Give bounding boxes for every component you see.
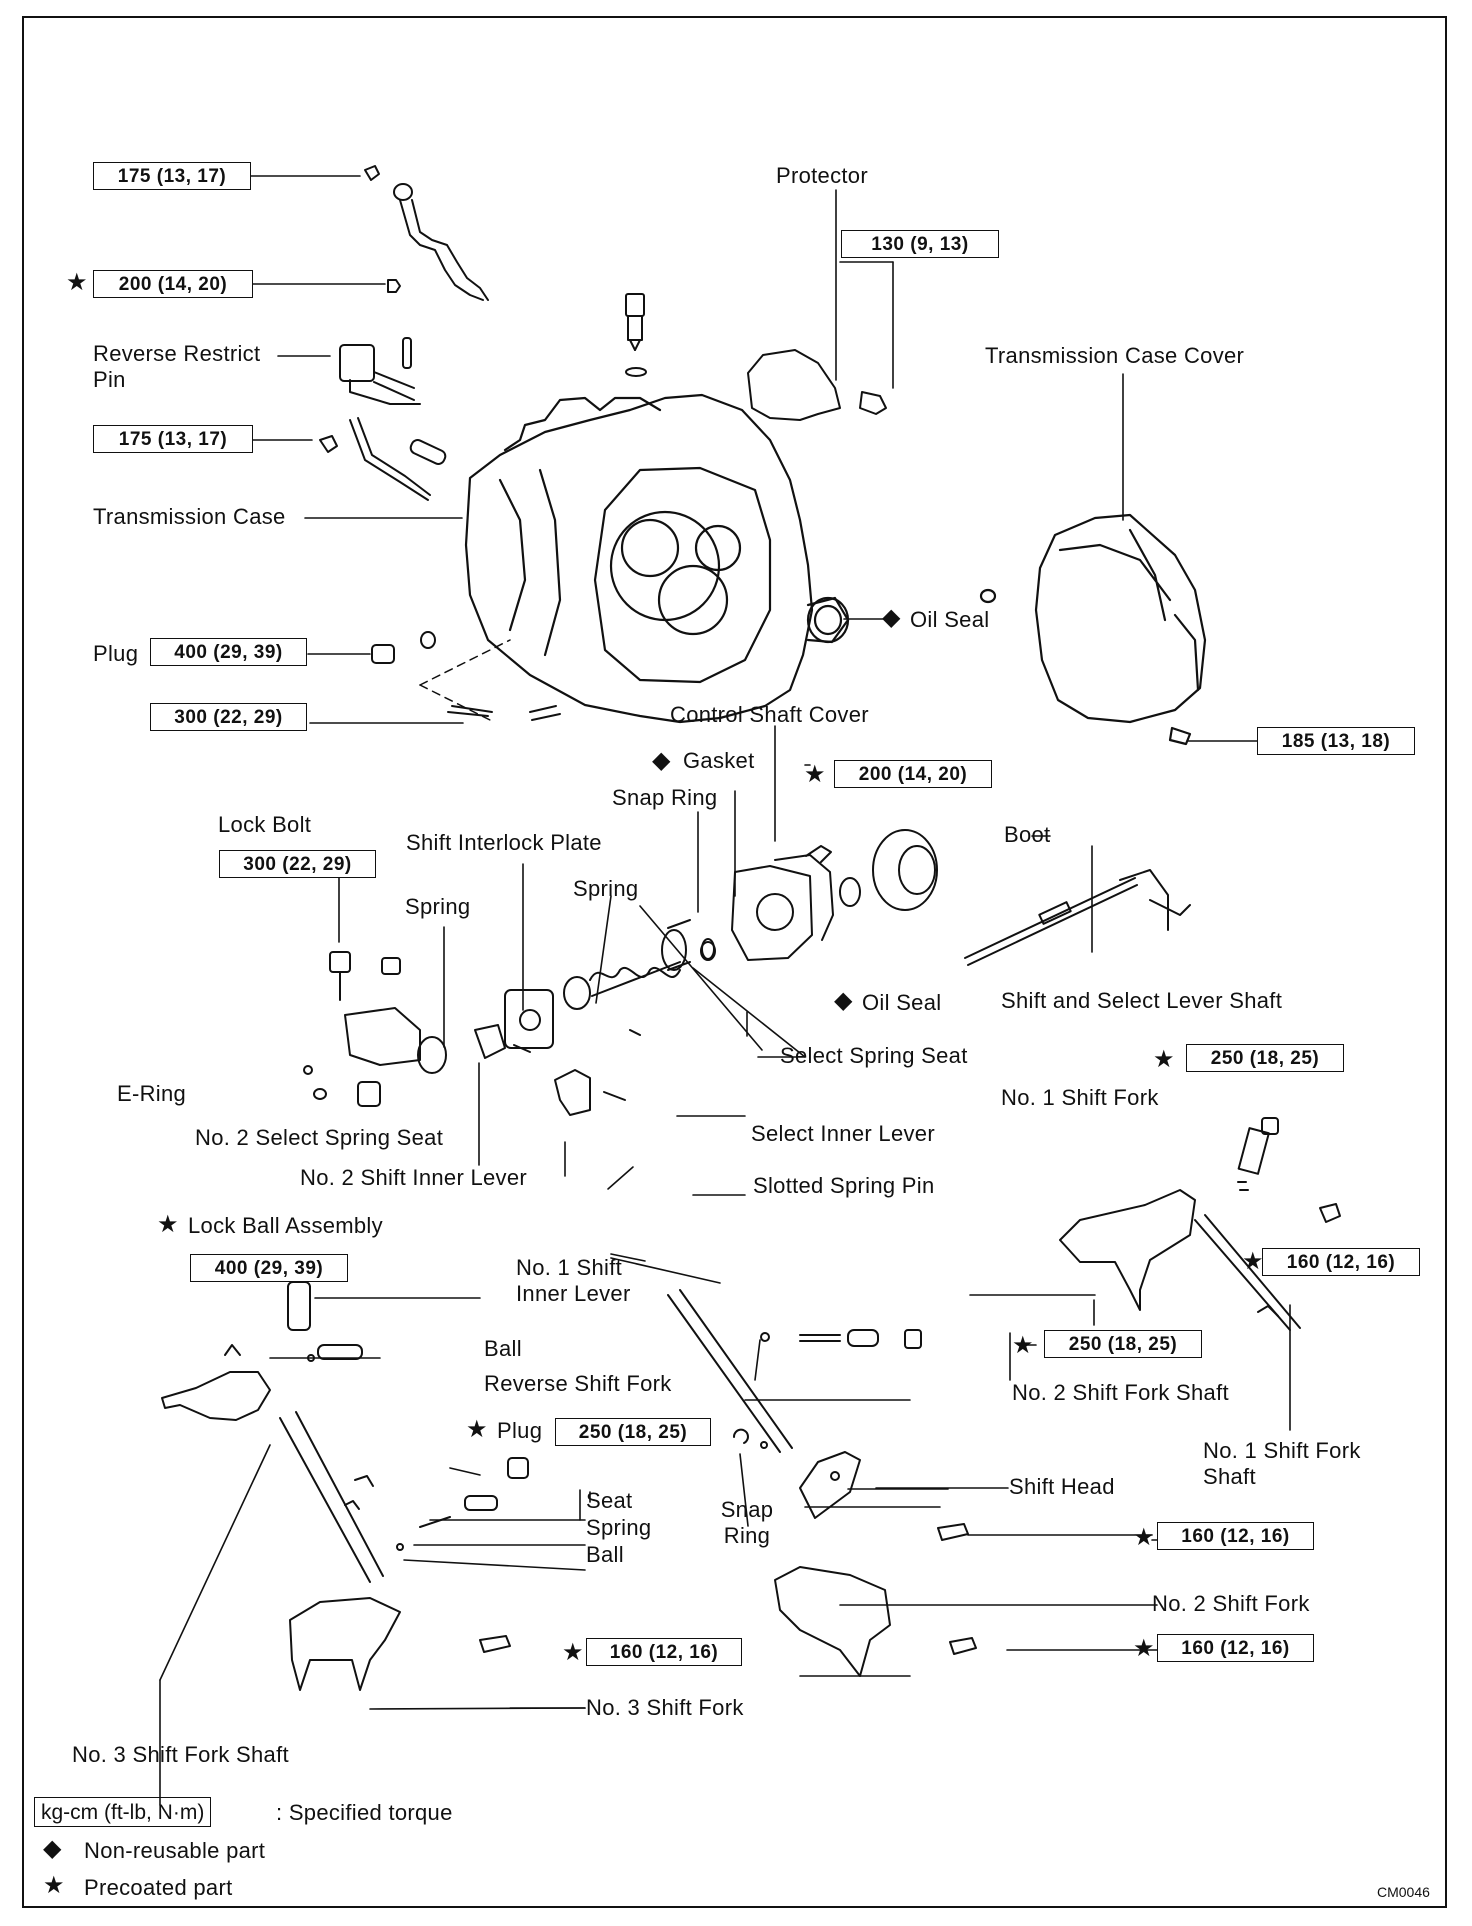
legend-precoated: Precoated part	[84, 1875, 233, 1900]
interlock-parts	[303, 919, 715, 1116]
upper-bracket	[364, 165, 489, 301]
label-oil-seal-cover: Oil Seal	[862, 990, 942, 1015]
label-no1-shift-fork: No. 1 Shift Fork	[1001, 1085, 1159, 1110]
torque-box: 160 (12, 16)	[1262, 1248, 1420, 1276]
label-spring-lower: Spring	[586, 1515, 652, 1540]
lower-detent-parts	[396, 1428, 749, 1551]
leader-lines	[159, 175, 1291, 1806]
figure-code: CM0046	[1377, 1884, 1430, 1900]
label-reverse-restrict-pin: Reverse Restrict Pin	[93, 341, 261, 392]
label-shift-select-lever-shaft: Shift and Select Lever Shaft	[1001, 988, 1283, 1013]
transmission-case-part	[464, 393, 850, 724]
label-lock-ball-assembly: Lock Ball Assembly	[188, 1213, 383, 1238]
label-no3-shift-fork: No. 3 Shift Fork	[586, 1695, 744, 1720]
switch-part	[625, 293, 647, 377]
protector-part	[747, 349, 887, 421]
label-gasket: Gasket	[683, 748, 755, 773]
transmission-case-cover-part	[979, 513, 1207, 746]
torque-box: 160 (12, 16)	[1157, 1634, 1314, 1662]
label-snap-ring-lower: Snap Ring	[720, 1497, 774, 1548]
label-seat: Seat	[586, 1488, 633, 1513]
torque-box: 185 (13, 18)	[1257, 727, 1415, 755]
label-transmission-case: Transmission Case	[93, 504, 286, 529]
dashed-guides	[419, 639, 511, 721]
label-no2-shift-inner-lever: No. 2 Shift Inner Lever	[300, 1165, 528, 1190]
no1-shift-fork-part	[1059, 1117, 1341, 1331]
torque-box: 300 (22, 29)	[219, 850, 376, 878]
star-icon: ★	[66, 269, 88, 296]
star-icon: ★	[562, 1639, 584, 1666]
torque-box: 160 (12, 16)	[586, 1638, 742, 1666]
star-icon: ★	[43, 1872, 65, 1899]
label-boot: Boot	[1004, 822, 1051, 847]
diamond-icon: ◆	[834, 987, 853, 1014]
label-reverse-shift-fork: Reverse Shift Fork	[484, 1371, 672, 1396]
lock-ball-assembly-part	[287, 1281, 363, 1362]
reverse-restrict-pin-part	[339, 337, 421, 405]
no3-fork-bolt-part	[479, 1523, 969, 1653]
label-no1-shift-inner-lever: No. 1 Shift Inner Lever	[516, 1255, 631, 1306]
star-icon: ★	[1012, 1332, 1034, 1359]
label-snap-ring-top: Snap Ring	[612, 785, 718, 810]
control-shaft-cover-part	[700, 829, 938, 961]
star-icon: ★	[157, 1211, 179, 1238]
star-icon: ★	[1153, 1046, 1175, 1073]
label-no2-shift-fork: No. 2 Shift Fork	[1152, 1591, 1310, 1616]
diamond-icon: ◆	[652, 747, 671, 774]
star-icon: ★	[1133, 1524, 1155, 1551]
torque-box: 200 (14, 20)	[93, 270, 253, 298]
torque-box: 400 (29, 39)	[190, 1254, 348, 1282]
legend-torque-box: kg-cm (ft-lb, N·m)	[34, 1797, 212, 1827]
label-plug: Plug	[93, 641, 139, 666]
label-shift-interlock-plate: Shift Interlock Plate	[406, 830, 602, 855]
label-e-ring: E-Ring	[117, 1081, 187, 1106]
shift-select-lever-shaft-part	[964, 869, 1191, 966]
shift-head-part	[799, 1451, 861, 1519]
torque-box: 250 (18, 25)	[555, 1418, 711, 1446]
reverse-shift-fork-part	[161, 1344, 401, 1691]
label-protector: Protector	[776, 163, 868, 188]
torque-box: 175 (13, 17)	[93, 425, 253, 453]
label-spring-left: Spring	[405, 894, 471, 919]
label-ball-lower: Ball	[586, 1542, 624, 1567]
no2-shift-fork-part	[774, 1566, 977, 1677]
label-ball-top: Ball	[484, 1336, 522, 1361]
label-transmission-case-cover: Transmission Case Cover	[985, 343, 1245, 368]
star-icon: ★	[804, 761, 826, 788]
label-select-inner-lever: Select Inner Lever	[751, 1121, 935, 1146]
torque-box: 250 (18, 25)	[1044, 1330, 1202, 1358]
label-no2-shift-fork-shaft: No. 2 Shift Fork Shaft	[1012, 1380, 1229, 1405]
torque-box: 130 (9, 13)	[841, 230, 999, 258]
legend-non-reusable: Non-reusable part	[84, 1838, 266, 1863]
star-icon: ★	[1242, 1248, 1264, 1275]
diamond-icon: ◆	[43, 1835, 62, 1862]
no2-shift-fork-shaft-part	[667, 1289, 922, 1453]
torque-box: 175 (13, 17)	[93, 162, 251, 190]
torque-box: 250 (18, 25)	[1186, 1044, 1344, 1072]
torque-box: 400 (29, 39)	[150, 638, 307, 666]
torque-box: 300 (22, 29)	[150, 703, 307, 731]
label-control-shaft-cover: Control Shaft Cover	[670, 702, 869, 727]
label-no3-shift-fork-shaft: No. 3 Shift Fork Shaft	[72, 1742, 289, 1767]
lever-part	[319, 417, 447, 501]
diamond-icon: ◆	[882, 604, 901, 631]
label-lock-bolt: Lock Bolt	[218, 812, 312, 837]
star-icon: ★	[1133, 1635, 1155, 1662]
label-plug-lower: Plug	[497, 1418, 543, 1443]
label-no2-select-spring-seat: No. 2 Select Spring Seat	[195, 1125, 444, 1150]
label-shift-head: Shift Head	[1009, 1474, 1115, 1499]
label-no1-shift-fork-shaft: No. 1 Shift Fork Shaft	[1203, 1438, 1361, 1489]
torque-box: 160 (12, 16)	[1157, 1522, 1314, 1550]
label-spring-mid: Spring	[573, 876, 639, 901]
torque-box: 200 (14, 20)	[834, 760, 992, 788]
label-select-spring-seat: Select Spring Seat	[780, 1043, 968, 1068]
label-slotted-spring-pin: Slotted Spring Pin	[753, 1173, 935, 1198]
diagram-frame	[22, 16, 1447, 1908]
label-oil-seal-case: Oil Seal	[910, 607, 990, 632]
plug-and-bolts	[371, 631, 561, 721]
legend-torque-desc: : Specified torque	[276, 1800, 453, 1825]
star-icon: ★	[466, 1416, 488, 1443]
